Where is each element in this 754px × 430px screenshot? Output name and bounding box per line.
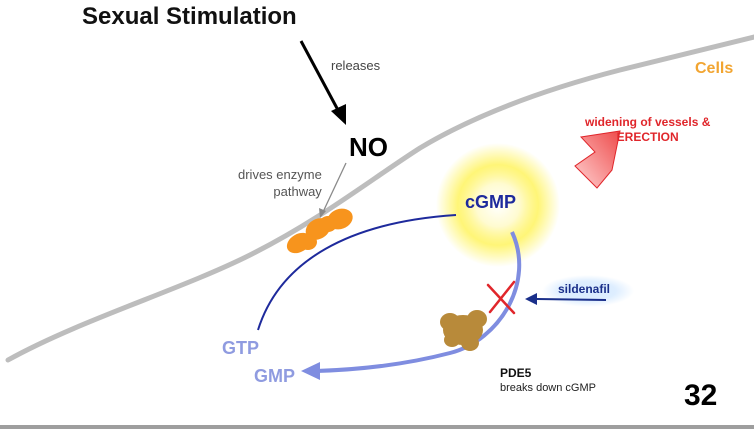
sildenafil-label: sildenafil (558, 282, 611, 296)
cells-label: Cells (695, 60, 734, 77)
drives-arrowhead (319, 208, 326, 218)
inhibition-x-icon (486, 280, 516, 315)
cell-membrane (5, 34, 754, 363)
widening-arrow (574, 130, 621, 189)
sildenafil-arrow (536, 298, 607, 301)
drives-enzyme-label: drives enzyme pathway (238, 167, 322, 199)
breaks-down-label: breaks down cGMP (500, 382, 596, 394)
gmp-label: GMP (254, 366, 296, 386)
enzyme-icon (286, 208, 353, 254)
releases-arrowhead (331, 104, 346, 125)
sildenafil-arrowhead (525, 293, 537, 305)
no-label: NO (349, 132, 388, 162)
releases-label: releases (331, 58, 381, 73)
page-number: 32 (684, 379, 718, 412)
pde5-label: PDE5 (500, 366, 532, 380)
title: Sexual Stimulation (82, 3, 297, 30)
gmp-arrowhead (301, 362, 320, 380)
cgmp-to-gmp-curve (315, 231, 522, 373)
drives-arrow (322, 162, 347, 213)
gtp-to-cgmp-line (257, 214, 457, 331)
gtp-label: GTP (222, 338, 260, 358)
releases-arrow (299, 40, 341, 113)
cgmp-glow (436, 143, 560, 267)
pde5-enzyme-icon (440, 310, 487, 351)
widening-label: widening of vessels & ERECTION (585, 115, 711, 144)
cgmp-label: cGMP (465, 192, 517, 212)
